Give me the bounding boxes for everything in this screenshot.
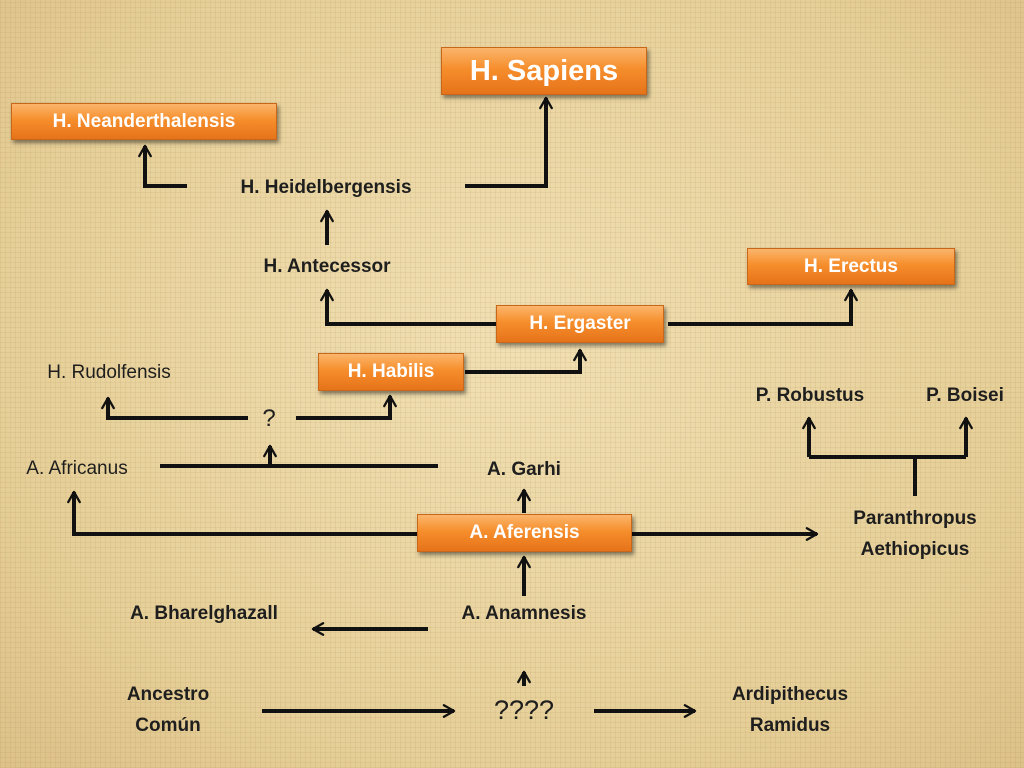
label-h-rudolfensis: H. Rudolfensis	[47, 362, 171, 383]
label-ardipithecus-line1: Ardipithecus	[731, 684, 849, 705]
label-paranthropus-line2: Aethiopicus	[860, 539, 970, 560]
label-ancestro-line2: Común	[135, 715, 201, 736]
label-p-boisei: P. Boisei	[926, 385, 1004, 406]
box-h-habilis: H. Habilis	[318, 353, 464, 391]
label-p-robustus: P. Robustus	[755, 385, 865, 406]
arrow-ergaster-to-antecessor	[320, 288, 497, 326]
label-a-anamnesis: A. Anamnesis	[461, 603, 587, 624]
label-ancestro-line1: Ancestro	[126, 684, 210, 705]
label-a-garhi: A. Garhi	[487, 459, 561, 480]
arrow-heidelbergensis-to-sapiens	[465, 96, 553, 188]
box-h-neanderthalensis: H. Neanderthalensis	[11, 103, 277, 140]
arrow-unknown-to-rudolfensis	[101, 396, 248, 420]
label-unknown-multi: ????	[493, 695, 555, 725]
label-paranthropus-line1: Paranthropus	[853, 508, 977, 529]
box-a-aferensis: A. Aferensis	[417, 514, 632, 552]
box-h-sapiens: H. Sapiens	[441, 47, 647, 95]
label-ardipithecus-line2: Ramidus	[749, 715, 831, 736]
arrow-unknown-to-habilis	[296, 394, 397, 420]
arrow-ergaster-to-erectus	[668, 288, 858, 326]
arrow-heidelbergensis-to-neanderthalensis	[138, 144, 187, 188]
label-h-heidelbergensis: H. Heidelbergensis	[240, 177, 412, 198]
label-unknown-single: ?	[262, 405, 276, 432]
label-h-antecessor: H. Antecessor	[263, 256, 391, 277]
arrow-aferensis-to-africanus	[67, 490, 420, 536]
label-a-bharelghazall: A. Bharelghazall	[130, 603, 278, 624]
box-h-ergaster: H. Ergaster	[496, 305, 664, 343]
label-a-africanus: A. Africanus	[26, 458, 128, 479]
arrow-habilis-to-ergaster	[465, 348, 587, 374]
box-h-erectus: H. Erectus	[747, 248, 955, 285]
